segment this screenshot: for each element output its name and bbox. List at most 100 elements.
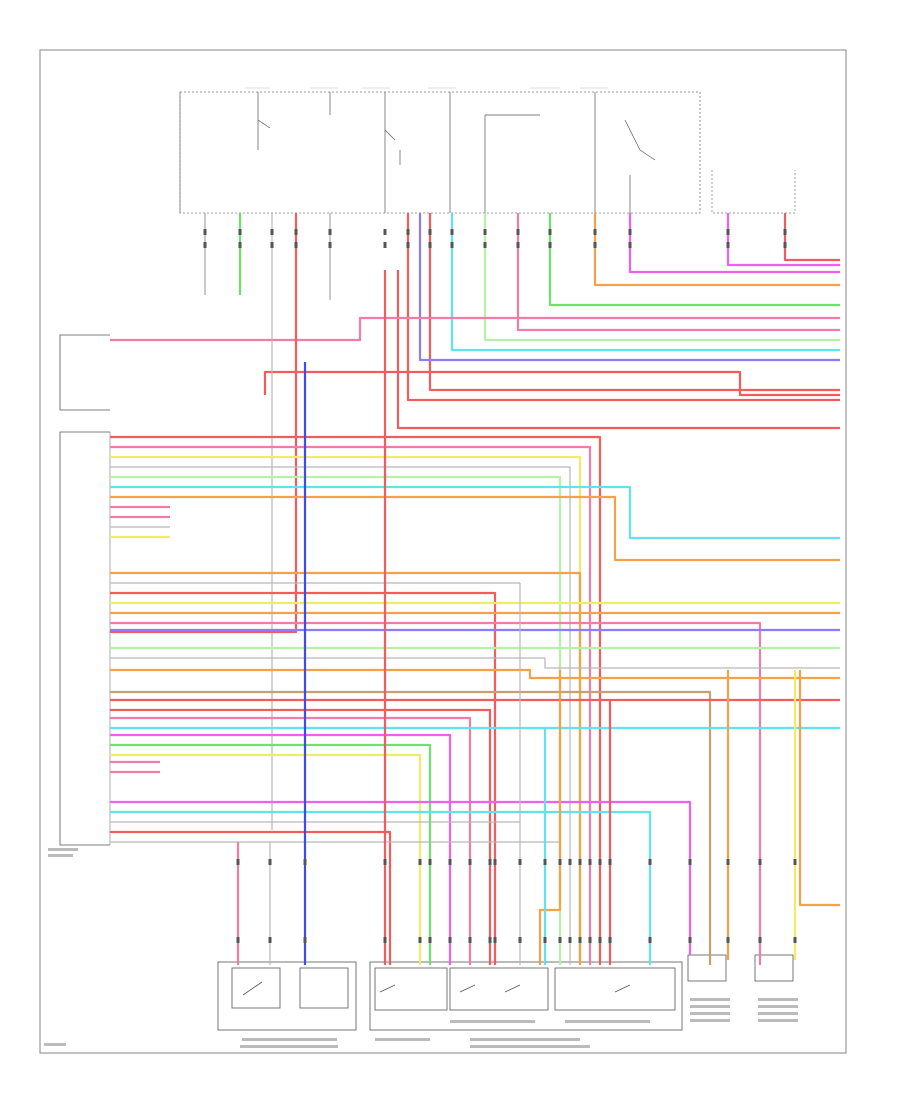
- wire-32: [110, 591, 497, 965]
- connector-pin: [518, 859, 522, 865]
- wire-42: [110, 708, 492, 965]
- wire-35: [110, 621, 762, 965]
- wire-23: [110, 475, 562, 965]
- connector-pin: [588, 937, 592, 943]
- connector-pin: [518, 937, 522, 943]
- connector-pin: [648, 859, 652, 865]
- connector-pin: [493, 859, 497, 865]
- wire-40: [110, 690, 712, 965]
- switch-assembly-left: [217, 961, 357, 1031]
- connector-pin: [598, 859, 602, 865]
- connector-pin: [598, 937, 602, 943]
- wire-47: [110, 753, 422, 965]
- connector-pin: [608, 859, 612, 865]
- wire-53: [110, 830, 392, 965]
- connector-pin: [593, 242, 597, 248]
- connector-pin: [418, 937, 422, 943]
- connector-pin: [793, 937, 797, 943]
- connector-pin: [516, 242, 520, 248]
- main-control-unit: [369, 961, 683, 1031]
- connector-pin: [383, 242, 387, 248]
- connector-pin: [758, 937, 762, 943]
- connector-pin: [548, 229, 552, 235]
- connector-pin: [383, 937, 387, 943]
- connector-pin: [548, 242, 552, 248]
- connector-pin: [448, 859, 452, 865]
- fuse-labels-top: [245, 87, 608, 89]
- connector-pin: [203, 229, 207, 235]
- connector-pin: [294, 242, 298, 248]
- wire-39: [110, 668, 840, 680]
- wire-38: [110, 657, 840, 669]
- connector-pin: [488, 937, 492, 943]
- connector-pin: [236, 859, 240, 865]
- wire-13: [110, 316, 840, 342]
- diagram-border: [39, 49, 847, 1054]
- control-unit-box: [59, 334, 111, 846]
- wire-24: [110, 485, 840, 540]
- sensor-box-2: [754, 954, 794, 982]
- connector-pin: [493, 937, 497, 943]
- wire-22: [110, 466, 571, 965]
- connector-pin: [488, 859, 492, 865]
- connector-pin: [726, 937, 730, 943]
- wire-20: [110, 445, 592, 965]
- connector-pin: [568, 937, 572, 943]
- wire-harness: [110, 213, 840, 965]
- connector-pin: [406, 229, 410, 235]
- wire-2: [396, 270, 840, 430]
- connector-pin: [406, 242, 410, 248]
- connector-pin: [688, 937, 692, 943]
- wire-10: [483, 213, 840, 342]
- wire-45: [110, 733, 452, 965]
- connector-pin: [238, 229, 242, 235]
- wire-6: [783, 213, 840, 262]
- connector-pin: [383, 229, 387, 235]
- connector-pin: [516, 229, 520, 235]
- sub-module-box: [711, 170, 796, 214]
- wire-11: [450, 213, 840, 352]
- connector-pin: [428, 242, 432, 248]
- wire-50: [110, 800, 692, 955]
- connector-pin: [294, 229, 298, 235]
- connector-pin: [648, 937, 652, 943]
- connector-pin: [628, 229, 632, 235]
- connector-pin: [383, 859, 387, 865]
- connector-pin: [793, 859, 797, 865]
- wire-63: [798, 670, 840, 907]
- connector-pin: [726, 859, 730, 865]
- connector-pin: [783, 242, 787, 248]
- connector-pin: [483, 229, 487, 235]
- connector-pin: [450, 229, 454, 235]
- connector-pin: [578, 859, 582, 865]
- connector-pin: [270, 229, 274, 235]
- connector-pin: [468, 859, 472, 865]
- connector-pin: [450, 242, 454, 248]
- wire-43: [110, 716, 472, 965]
- wire-1: [428, 213, 840, 392]
- connector-pin: [628, 242, 632, 248]
- wire-7: [593, 213, 840, 287]
- wire-46: [110, 743, 432, 965]
- connector-pin: [428, 937, 432, 943]
- connector-pin: [270, 242, 274, 248]
- wire-17: [110, 213, 298, 634]
- connector-pin: [558, 859, 562, 865]
- wire-51: [110, 810, 652, 965]
- connector-pin: [203, 242, 207, 248]
- connector-pin: [418, 859, 422, 865]
- sensor-box-1: [687, 954, 727, 982]
- connector-pin: [568, 859, 572, 865]
- wire-30: [110, 571, 582, 965]
- connector-pin: [328, 242, 332, 248]
- connector-pin: [303, 937, 307, 943]
- connector-pin: [593, 229, 597, 235]
- connector-pins: [203, 229, 797, 943]
- relay-symbols: [257, 92, 656, 213]
- connector-pin: [543, 859, 547, 865]
- connector-pin: [268, 937, 272, 943]
- wire-0: [406, 213, 840, 402]
- connector-pin: [688, 859, 692, 865]
- connector-pin: [483, 242, 487, 248]
